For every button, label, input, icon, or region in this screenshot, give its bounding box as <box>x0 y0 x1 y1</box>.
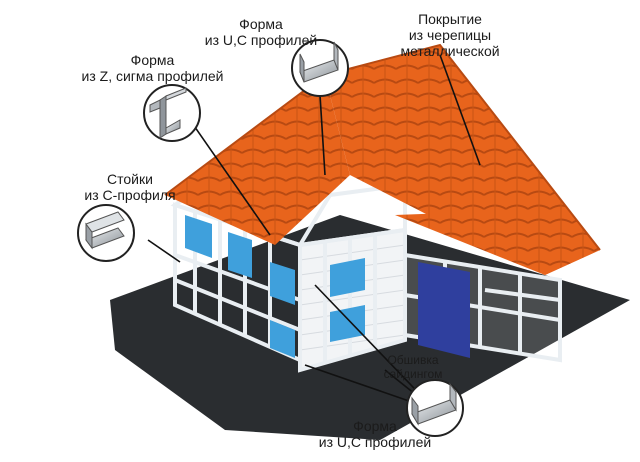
roof-garage <box>395 210 600 275</box>
label-roof-covering: Покрытие из черепицы металлической <box>400 11 500 59</box>
left-window-3 <box>270 262 295 305</box>
callout-u-profile-top <box>291 39 349 97</box>
roof-left-slope <box>165 75 350 245</box>
u-profile-icon <box>299 41 339 83</box>
callout-c-profile <box>77 204 135 262</box>
callout-u-profile-bottom <box>406 379 464 437</box>
label-form-uc-bottom: Форма из U,C профилей <box>318 418 432 450</box>
garage-door <box>418 262 470 358</box>
label-form-uc-top: Форма из U,C профилей <box>204 16 318 48</box>
front-window-2 <box>330 305 365 342</box>
label-siding: Обшивка сайдингом <box>383 353 443 381</box>
u-profile-icon-2 <box>411 382 457 426</box>
label-posts-c: Стойки из С-профиля <box>84 171 176 203</box>
c-profile-icon <box>85 211 125 250</box>
callout-z-profile <box>143 84 201 142</box>
front-window <box>330 258 365 297</box>
front-wall <box>298 227 407 373</box>
left-window-2 <box>228 232 252 278</box>
left-window-4 <box>270 320 295 358</box>
z-profile-icon <box>149 87 187 139</box>
left-window <box>185 215 212 258</box>
roof <box>164 43 601 275</box>
label-form-z-sigma: Форма из Z, сигма профилей <box>81 52 224 84</box>
